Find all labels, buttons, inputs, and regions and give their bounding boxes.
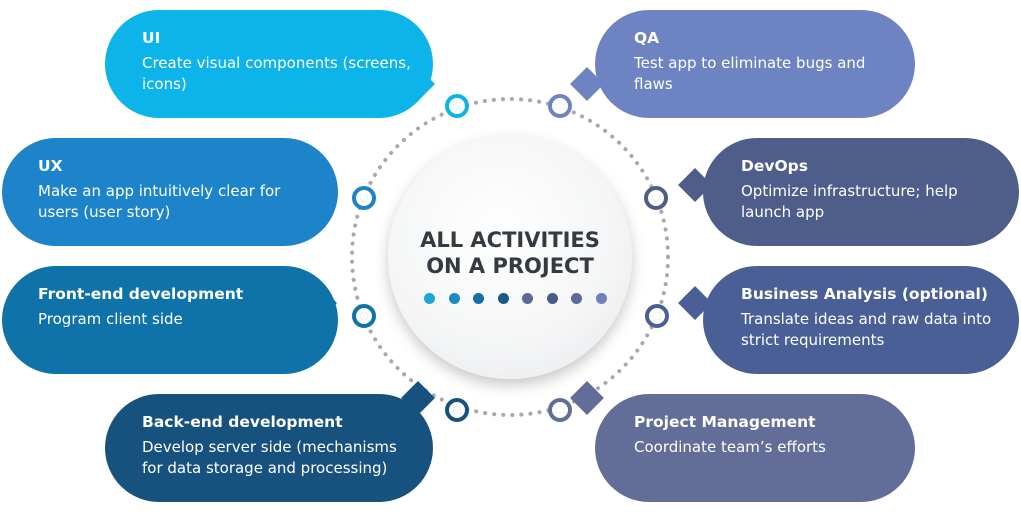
qa-ring-node <box>548 94 572 118</box>
center-dot <box>448 293 460 304</box>
ba-ring-node <box>645 304 669 328</box>
center-dot <box>595 293 607 304</box>
ui-ring-node <box>445 94 469 118</box>
ba-description: Translate ideas and raw data into strict… <box>741 310 992 349</box>
center-dot <box>424 293 435 304</box>
devops-ring-node <box>644 186 668 210</box>
ui-title: UI <box>142 29 161 47</box>
ux-ring-node-core <box>360 194 368 202</box>
ui-ring-node-core <box>453 102 461 110</box>
frontend-description: Program client side <box>38 310 183 328</box>
devops-description: Optimize infrastructure; help launch app <box>741 182 958 221</box>
center-dot-row <box>424 293 607 305</box>
frontend-ring-node-core <box>360 312 368 320</box>
center-title: ALL ACTIVITIES ON A PROJECT <box>420 228 600 278</box>
ui-bubble: UI Create visual components (screens, ico… <box>105 10 433 118</box>
ux-ring-node <box>352 186 376 210</box>
backend-ring-node <box>445 398 469 422</box>
center-dot <box>546 293 558 304</box>
frontend-ring-node <box>352 304 376 328</box>
pm-ring-node-core <box>556 406 564 414</box>
ux-description: Make an app intuitively clear for users … <box>38 182 281 221</box>
ba-title: Business Analysis (optional) <box>741 285 988 303</box>
ux-bubble: UX Make an app intuitively clear for user… <box>2 138 338 246</box>
pm-ring-node <box>548 398 572 422</box>
backend-title: Back-end development <box>142 413 343 431</box>
devops-title: DevOps <box>741 157 808 175</box>
backend-description: Develop server side (mechanisms for data… <box>142 438 397 477</box>
center-dot <box>522 293 533 304</box>
ui-description: Create visual components (screens, icons… <box>142 54 411 93</box>
center-dot <box>473 293 484 304</box>
pm-title: Project Management <box>634 413 816 431</box>
ba-bubble: Business Analysis (optional) Translate id… <box>703 266 1019 374</box>
devops-ring-node-core <box>652 194 660 202</box>
backend-ring-node-core <box>453 406 461 414</box>
ux-title: UX <box>38 157 63 175</box>
center-circle: ALL ACTIVITIES ON A PROJECT <box>388 135 632 379</box>
qa-title: QA <box>634 29 660 47</box>
frontend-title: Front-end development <box>38 285 244 303</box>
qa-description: Test app to eliminate bugs and flaws <box>634 54 866 93</box>
pm-description: Coordinate team’s efforts <box>634 438 826 456</box>
center-dot <box>571 293 582 304</box>
center-dot <box>497 293 509 304</box>
ba-ring-node-core <box>653 312 661 320</box>
qa-bubble: QA Test app to eliminate bugs and flaws <box>595 10 915 118</box>
qa-ring-node-core <box>556 102 564 110</box>
